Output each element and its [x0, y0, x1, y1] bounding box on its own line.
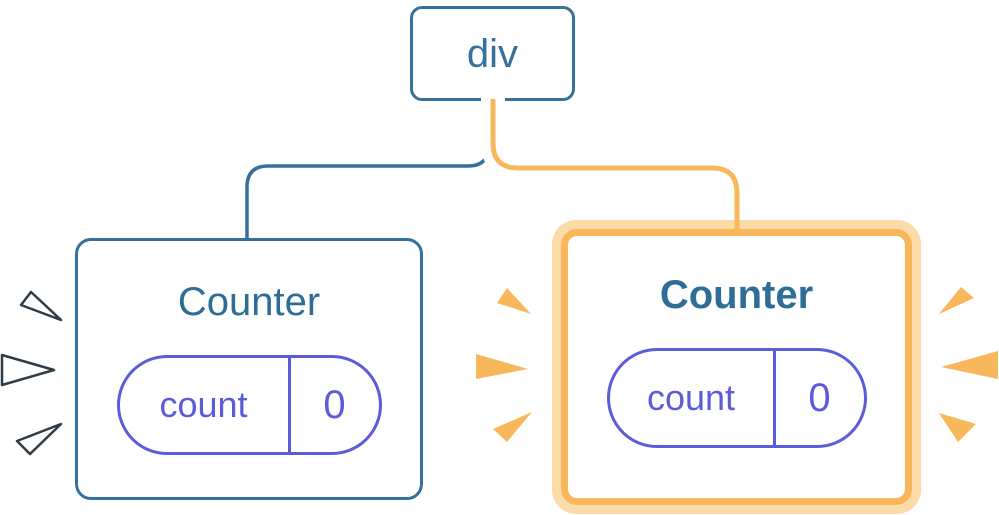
state-key-label: count: [646, 377, 736, 418]
spark-top: [497, 288, 531, 314]
counter-title: Counter: [659, 273, 814, 317]
connector-line-left: [245, 99, 491, 240]
counter-card-left: Counter count 0: [75, 238, 423, 500]
spark-middle: [476, 354, 528, 379]
counter-title: Counter: [177, 280, 321, 324]
spark-bottom-left: [15, 422, 63, 456]
state-key-label: count: [159, 384, 248, 425]
spark-bottom: [939, 413, 976, 442]
counter-card-right: Counter count 0: [561, 229, 912, 505]
spark-top-left: [19, 290, 63, 322]
state-value-label: 0: [772, 351, 864, 445]
state-value-label: 0: [287, 358, 379, 452]
orange-spark-burst-icon: [939, 287, 998, 442]
orange-spark-burst-icon: [476, 288, 532, 442]
connector-pipe-outline-right: [481, 97, 749, 220]
state-pill: count 0: [116, 355, 382, 455]
root-node-label: div: [466, 31, 519, 76]
spark-middle-left: [0, 353, 56, 387]
spark-middle: [941, 351, 998, 379]
spark-bottom: [493, 412, 532, 442]
state-pill: count 0: [606, 348, 867, 448]
connector-line-right: [490, 99, 740, 231]
counter-card-right-highlight-ring: Counter count 0: [552, 220, 921, 514]
root-node-div: div: [410, 6, 575, 101]
white-spark-burst-icon: [0, 290, 63, 456]
spark-top: [939, 287, 974, 314]
